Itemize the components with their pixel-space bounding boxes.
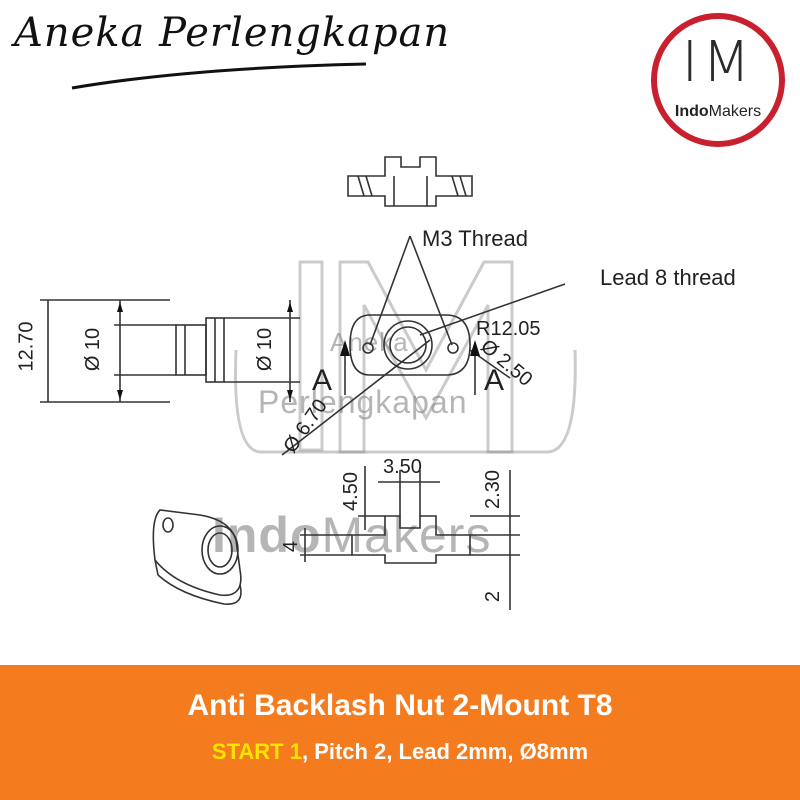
dim-2: 2 bbox=[482, 590, 505, 603]
watermark-m-shape bbox=[338, 260, 514, 454]
top-view bbox=[347, 156, 473, 207]
brand-underline bbox=[71, 62, 367, 90]
watermark-i-shape bbox=[298, 260, 324, 452]
dim-2-30: 2.30 bbox=[481, 470, 504, 509]
section-label-a-right: A bbox=[484, 364, 505, 397]
spec-rest: , Pitch 2, Lead 2mm, Ø8mm bbox=[301, 739, 589, 764]
side-view bbox=[40, 299, 300, 403]
section-view bbox=[300, 466, 520, 610]
callout-m3-thread: M3 Thread bbox=[422, 226, 528, 251]
front-view bbox=[281, 235, 566, 456]
section-label-a-left: A bbox=[312, 364, 333, 397]
dim-12-70: 12.70 bbox=[15, 321, 38, 372]
product-banner: Anti Backlash Nut 2-Mount T8 START 1, Pi… bbox=[0, 665, 800, 800]
logo-name: IndoMakers bbox=[674, 103, 762, 120]
isometric-view bbox=[152, 509, 242, 605]
dim-4: 4 bbox=[280, 540, 303, 553]
product-title: Anti Backlash Nut 2-Mount T8 bbox=[187, 689, 613, 722]
callout-lead-thread: Lead 8 thread bbox=[600, 265, 736, 290]
dim-4-50: 4.50 bbox=[339, 472, 362, 511]
dim-3-50: 3.50 bbox=[383, 456, 422, 478]
product-specs: START 1, Pitch 2, Lead 2mm, Ø8mm bbox=[0, 739, 800, 765]
spec-start: START 1 bbox=[211, 739, 302, 764]
watermark-swoosh bbox=[234, 349, 577, 454]
dim-dia-10-right: Ø 10 bbox=[254, 327, 277, 372]
indomakers-logo: IM IndoMakers bbox=[651, 13, 785, 147]
brand-title: Aneka Perlengkapan bbox=[14, 10, 451, 56]
technical-drawing bbox=[40, 156, 577, 610]
dim-r12-05: R12.05 bbox=[476, 318, 541, 340]
dim-dia-10-left: Ø 10 bbox=[82, 327, 105, 372]
logo-mark: IM bbox=[681, 30, 755, 95]
